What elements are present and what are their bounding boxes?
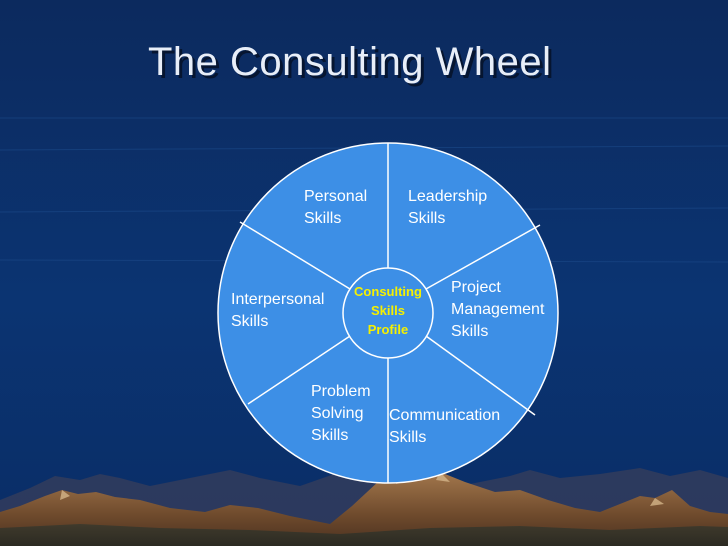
- segment-label-problem-solving-skills: Problem Solving Skills: [311, 383, 371, 444]
- wheel-spokes: [239, 143, 541, 483]
- segment-label-leadership-skills: Leadership Skills: [408, 188, 488, 227]
- spoke-lower-right: [425, 335, 536, 416]
- spoke-upper-left: [239, 221, 351, 290]
- slide-title: The Consulting Wheel: [148, 40, 552, 84]
- hub-label: Consulting Skills Profile: [354, 284, 422, 337]
- foreground-ground: [0, 524, 728, 546]
- mountains-front: [0, 470, 728, 546]
- wheel-hub: [342, 267, 434, 359]
- segment-label-interpersonal-skills: Interpersonal Skills: [231, 291, 325, 330]
- segment-label-project-management-skills: Project Management Skills: [451, 279, 545, 340]
- spoke-upper-right: [425, 224, 541, 290]
- segment-label-personal-skills: Personal Skills: [304, 188, 368, 227]
- segment-label-communication-skills: Communication Skills: [389, 407, 501, 446]
- spoke-lower-left: [247, 335, 351, 405]
